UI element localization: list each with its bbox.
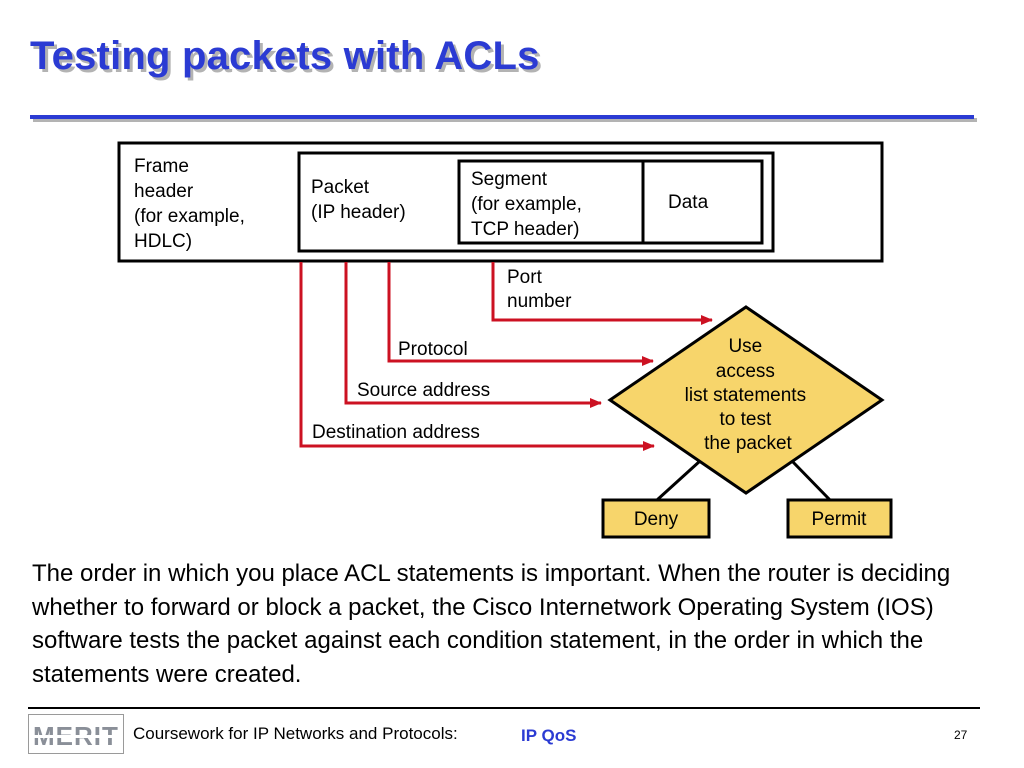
permit-branch (790, 459, 832, 502)
footer-course-title: Coursework for IP Networks and Protocols… (133, 724, 458, 743)
acl-diagram: Frame header (for example, HDLC) Packet … (117, 141, 893, 539)
title-underline (30, 115, 974, 119)
protocol-label: Protocol (398, 339, 468, 360)
merit-logo: MERIT (28, 714, 124, 754)
port-number-label: Port number (507, 267, 572, 312)
destination-address-label: Destination address (312, 422, 480, 443)
slide-title: Testing packets with ACLs (30, 34, 540, 78)
segment-label: Segment (for example, TCP header) (471, 169, 587, 240)
data-label: Data (668, 192, 709, 213)
decision-diamond (607, 305, 885, 495)
frame-header-label: Frame header (for example, HDLC) (134, 156, 250, 252)
deny-branch (655, 459, 702, 502)
port-arrow (491, 262, 713, 325)
slide-body-text: The order in which you place ACL stateme… (32, 560, 951, 688)
source-arrow (344, 262, 602, 408)
segment-box (457, 159, 764, 245)
deny-box (601, 498, 711, 539)
destination-arrow (299, 262, 655, 451)
permit-label: Permit (812, 509, 868, 530)
source-address-label: Source address (357, 380, 490, 401)
deny-label: Deny (634, 509, 679, 530)
permit-box (786, 498, 893, 539)
protocol-arrow (387, 262, 654, 366)
packet-label: Packet (IP header) (311, 177, 406, 223)
footer-divider (28, 707, 980, 709)
decision-label: Use access list statements to test the p… (685, 336, 812, 454)
page-number: 27 (954, 728, 968, 742)
footer-topic: IP QoS (521, 726, 577, 745)
logo-stripe (31, 735, 121, 738)
